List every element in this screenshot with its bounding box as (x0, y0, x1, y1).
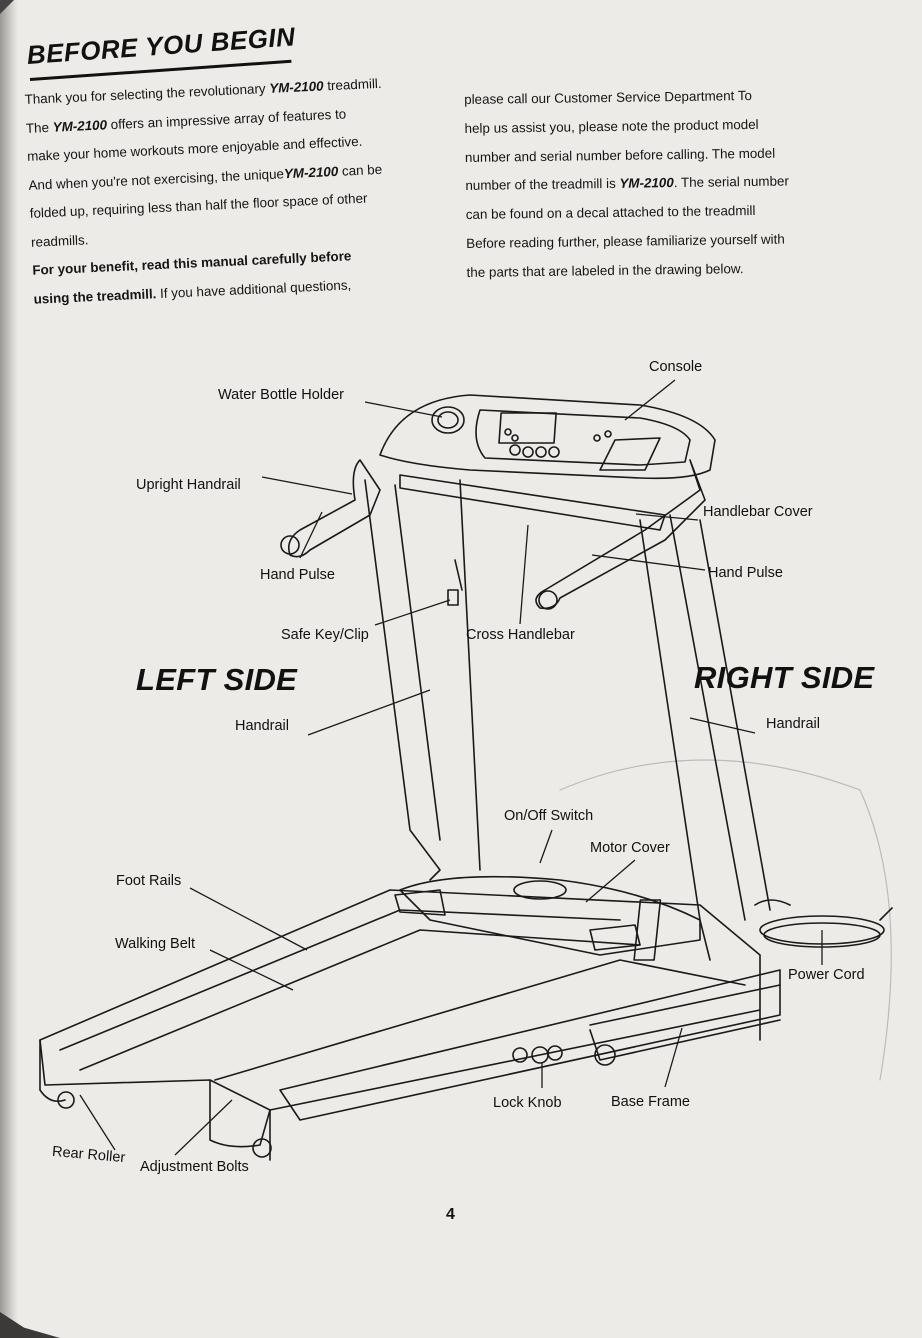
label-base-frame: Base Frame (611, 1094, 690, 1110)
safe-key-shape (447, 589, 459, 606)
power-cord-shape (754, 899, 893, 948)
label-water-bottle-holder: Water Bottle Holder (218, 387, 344, 403)
label-adjustment-bolts: Adjustment Bolts (140, 1159, 249, 1175)
label-handrail-right: Handrail (766, 716, 820, 732)
label-power-cord: Power Cord (788, 967, 865, 983)
base-frame-shape (279, 969, 781, 1121)
label-handrail-left: Handrail (235, 718, 289, 734)
label-lock-knob: Lock Knob (493, 1095, 562, 1111)
left-side-heading: LEFT SIDE (136, 662, 298, 697)
page-number: 4 (446, 1206, 455, 1223)
console-shape (379, 394, 716, 480)
label-console: Console (649, 359, 703, 375)
label-walking-belt: Walking Belt (115, 936, 196, 952)
upright-posts (364, 479, 771, 961)
label-safe-key-clip: Safe Key/Clip (281, 627, 369, 643)
label-foot-rails: Foot Rails (116, 873, 182, 889)
page-spine-shadow (0, 0, 18, 1338)
label-hand-pulse-right: Hand Pulse (708, 565, 783, 581)
label-hand-pulse-left: Hand Pulse (260, 567, 335, 583)
label-upright-handrail: Upright Handrail (136, 477, 241, 493)
label-motor-cover: Motor Cover (590, 840, 670, 856)
leader-lines (79, 379, 823, 1156)
label-cross-handlebar: Cross Handlebar (466, 627, 575, 643)
right-side-heading: RIGHT SIDE (694, 660, 875, 695)
faint-detail-circle (559, 759, 892, 1081)
label-on-off-switch: On/Off Switch (504, 808, 594, 824)
label-handlebar-cover: Handlebar Cover (703, 504, 813, 520)
handlebar-shapes (280, 459, 706, 610)
page-corner (0, 0, 14, 14)
deck-shape (39, 875, 761, 1161)
